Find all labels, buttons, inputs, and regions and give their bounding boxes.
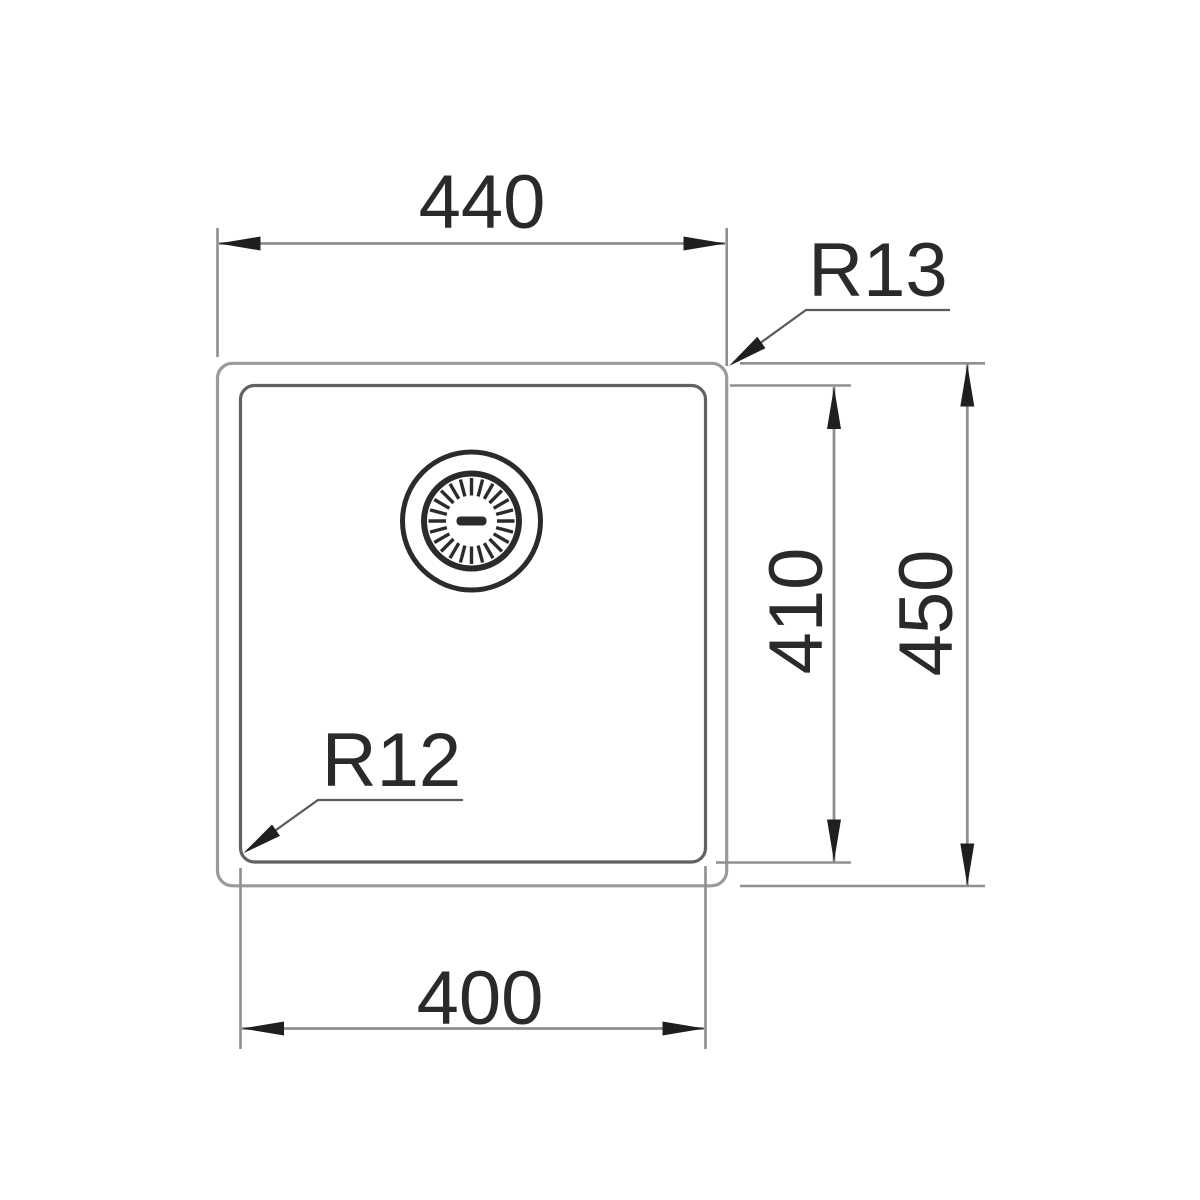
drain-outer-ring — [400, 449, 543, 593]
dim-bottom-width-extension-lines — [239, 866, 707, 1049]
dim-bottom-width: 400 — [239, 866, 707, 1049]
dim-inner-height-label: 410 — [754, 548, 839, 675]
dim-inner-height-arrow-bottom — [827, 819, 841, 862]
dim-outer-height-arrow-top — [960, 364, 975, 407]
sink-outer-edge — [215, 361, 729, 888]
dim-outer-height: 450 — [740, 362, 985, 888]
callout-outer-radius-label: R13 — [808, 228, 947, 313]
dim-top-width-arrow-left — [218, 236, 261, 251]
callout-inner-radius-label: R12 — [322, 718, 461, 803]
dim-bottom-width-arrow-left — [242, 1021, 284, 1036]
dim-outer-height-extension-lines — [740, 362, 985, 888]
sink-bowl-edge — [238, 383, 708, 864]
callout-outer-radius: R13 — [729, 228, 950, 366]
dim-top-width-label: 440 — [419, 160, 546, 245]
dim-top-width-arrow-right — [683, 236, 726, 251]
dim-top-width-extension-lines — [216, 228, 728, 366]
dim-inner-height: 410 — [716, 384, 851, 864]
sink-outline — [215, 361, 729, 888]
drain-strainer — [400, 449, 543, 593]
dim-bottom-width-label: 400 — [417, 956, 544, 1041]
drain-middle-ring — [421, 470, 522, 572]
dim-inner-height-extension-lines — [716, 384, 851, 864]
drain-knob — [456, 516, 487, 526]
drain-spokes — [428, 478, 515, 564]
callout-inner-radius-arrow — [243, 824, 280, 854]
dim-bottom-width-arrow-right — [662, 1021, 705, 1036]
callout-inner-radius: R12 — [243, 718, 463, 854]
dim-inner-height-arrow-top — [827, 387, 841, 429]
dim-outer-height-arrow-bottom — [960, 843, 975, 886]
callout-outer-radius-arrow — [729, 336, 766, 366]
dim-top-width: 440 — [216, 160, 728, 366]
dim-outer-height-label: 450 — [884, 550, 969, 677]
